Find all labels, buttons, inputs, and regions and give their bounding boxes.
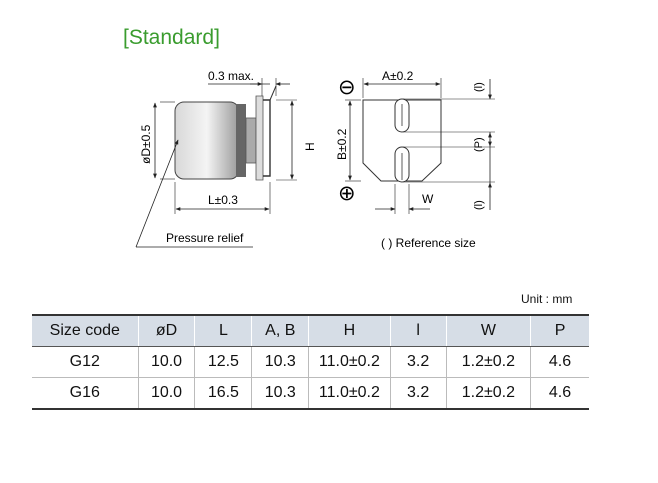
cell-length: 16.5 [194, 377, 252, 410]
side-view: 0.3 max. øD±0.5 H L±0.3 Pressure relief [135, 69, 317, 248]
lead-thickness-label: 0.3 max. [208, 69, 254, 83]
header-a-b: A, B [251, 314, 309, 347]
cell-w: 1.2±0.2 [445, 346, 531, 378]
reference-size-note: ( ) Reference size [381, 236, 476, 250]
header-height: H [308, 314, 391, 347]
plus-terminal-icon: ⊕ [338, 182, 356, 205]
unit-label: Unit : mm [521, 292, 573, 306]
cell-l: 3.2 [389, 346, 447, 378]
cell-diameter: 10.0 [137, 346, 195, 378]
length-label: L±0.3 [208, 193, 238, 207]
cell-w: 1.2±0.2 [445, 377, 531, 410]
bottom-view: ⊖ ⊕ A±0.2 B±0.2 W (l) (P) [335, 69, 495, 250]
pressure-relief-label: Pressure relief [166, 231, 244, 245]
cell-height: 11.0±0.2 [308, 346, 391, 378]
table-row: G12 10.0 12.5 10.3 11.0±0.2 3.2 1.2±0.2 … [32, 346, 589, 378]
l-top-label: (l) [473, 82, 485, 92]
cell-size-code: G12 [32, 346, 139, 378]
table-header-row: Size code øD L A, B H l W P [32, 314, 589, 347]
w-dimension-label: W [422, 192, 434, 206]
capacitor-dimension-drawing: 0.3 max. øD±0.5 H L±0.3 Pressure relief [135, 69, 495, 250]
cell-length: 12.5 [194, 346, 252, 378]
header-length: L [194, 314, 252, 347]
a-dimension-label: A±0.2 [382, 69, 414, 83]
cell-p: 4.6 [530, 377, 589, 410]
header-size-code: Size code [32, 314, 139, 347]
cell-a-b: 10.3 [251, 346, 309, 378]
cell-p: 4.6 [530, 346, 589, 378]
b-dimension-label: B±0.2 [335, 128, 349, 160]
cell-height: 11.0±0.2 [308, 377, 391, 410]
cell-l: 3.2 [389, 377, 447, 410]
page-title: [Standard] [123, 26, 220, 49]
height-label: H [303, 142, 317, 151]
table-row: G16 10.0 16.5 10.3 11.0±0.2 3.2 1.2±0.2 … [32, 377, 589, 410]
dimension-table: Size code øD L A, B H l W P G12 10.0 12.… [32, 314, 589, 410]
cell-diameter: 10.0 [137, 377, 195, 410]
diameter-label: øD±0.5 [139, 124, 153, 164]
minus-terminal-icon: ⊖ [338, 76, 356, 99]
cell-a-b: 10.3 [251, 377, 309, 410]
p-label: (P) [473, 137, 485, 152]
header-diameter: øD [137, 314, 195, 347]
l-bottom-label: (l) [473, 200, 485, 210]
header-p: P [530, 314, 589, 347]
header-l: l [389, 314, 447, 347]
cell-size-code: G16 [32, 377, 139, 410]
header-w: W [445, 314, 531, 347]
